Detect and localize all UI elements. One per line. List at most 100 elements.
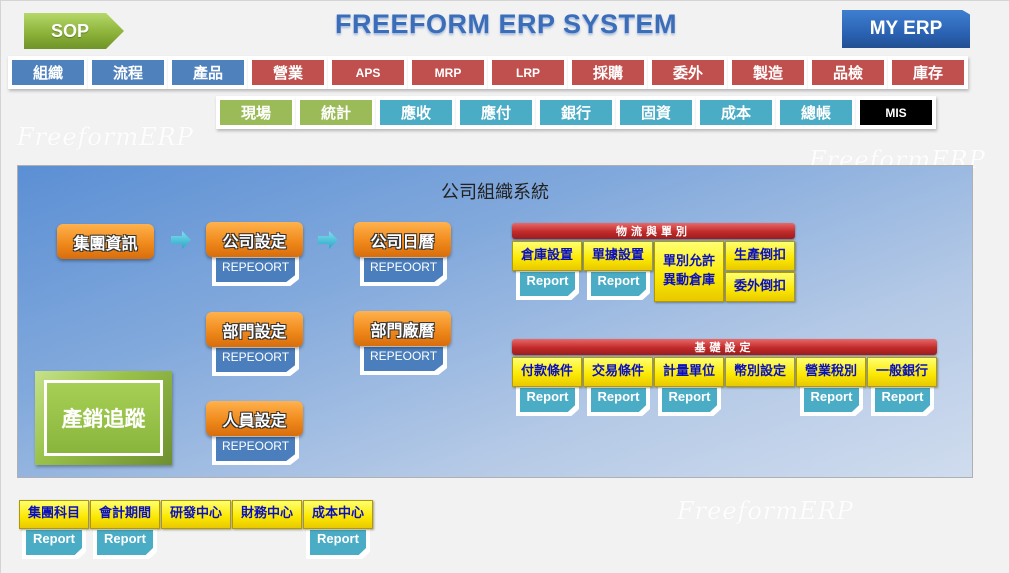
basic-setting-button[interactable]: 營業稅別: [796, 357, 866, 387]
nav-tab-r1-2[interactable]: 產品: [168, 56, 248, 89]
company-setup-report-button[interactable]: REPEOORT: [212, 255, 299, 286]
nav-tab-r2-0[interactable]: 現場: [216, 96, 296, 129]
report-label: REPEOORT: [364, 347, 443, 371]
nav-tab-label: MRP: [412, 60, 484, 85]
company-calendar-report-button[interactable]: REPEOORT: [360, 255, 447, 286]
subcontract-backflush-button[interactable]: 委外倒扣: [725, 272, 795, 302]
sop-label: SOP: [51, 20, 90, 41]
nav-tab-r1-5[interactable]: MRP: [408, 56, 488, 89]
bottom-setting-button[interactable]: 財務中心: [232, 500, 302, 529]
report-label: REPEOORT: [216, 258, 295, 282]
nav-tab-label: 品檢: [812, 60, 884, 85]
watermark: FreeformERP: [677, 497, 854, 525]
report-label: Report: [591, 388, 646, 412]
basic-setting-button[interactable]: 一般銀行: [867, 357, 937, 387]
nav-tab-label: LRP: [492, 60, 564, 85]
nav-tab-label: 現場: [220, 100, 292, 125]
nav-tab-r1-7[interactable]: 採購: [568, 56, 648, 89]
nav-tab-r1-9[interactable]: 製造: [728, 56, 808, 89]
report-label: Report: [875, 388, 930, 412]
nav-tab-label: 成本: [700, 100, 772, 125]
nav-tab-r1-3[interactable]: 營業: [248, 56, 328, 89]
bottom-setting-button[interactable]: 會計期間: [90, 500, 160, 529]
my-erp-label: MY ERP: [869, 18, 943, 39]
nav-tab-r1-0[interactable]: 組織: [8, 56, 88, 89]
basic-setting-report-button[interactable]: Report: [800, 385, 863, 416]
bottom-setting-report-button[interactable]: Report: [306, 527, 370, 559]
nav-tab-r2-2[interactable]: 應收: [376, 96, 456, 129]
warehouse-setup-report-button[interactable]: Report: [516, 269, 579, 300]
bottom-setting-button[interactable]: 成本中心: [303, 500, 373, 529]
staff-setup-report-button[interactable]: REPEOORT: [212, 434, 299, 465]
nav-tab-r2-7[interactable]: 總帳: [776, 96, 856, 129]
group-info-button[interactable]: 集團資訊: [57, 224, 154, 259]
dept-setup-report-button[interactable]: REPEOORT: [212, 345, 299, 376]
nav-tab-label: 營業: [252, 60, 324, 85]
nav-tab-label: 總帳: [780, 100, 852, 125]
basic-setting-button[interactable]: 付款條件: [512, 357, 582, 387]
dept-factory-calendar-report-button[interactable]: REPEOORT: [360, 344, 447, 375]
report-label: Report: [520, 388, 575, 412]
nav-tab-r2-1[interactable]: 統計: [296, 96, 376, 129]
nav-tab-label: MIS: [860, 100, 932, 125]
doc-type-warehouse-button[interactable]: 單別允許 異動倉庫: [654, 241, 724, 302]
dept-factory-calendar-button[interactable]: 部門廠曆: [354, 311, 451, 346]
basic-setting-button[interactable]: 交易條件: [583, 357, 653, 387]
basic-setting-report-button[interactable]: Report: [658, 385, 721, 416]
my-erp-button[interactable]: MY ERP: [842, 10, 970, 48]
basic-setting-report-button[interactable]: Report: [587, 385, 650, 416]
nav-tab-label: 產品: [172, 60, 244, 85]
report-label: Report: [804, 388, 859, 412]
production-backflush-button[interactable]: 生產倒扣: [725, 241, 795, 271]
sales-tracking-button[interactable]: 產銷追蹤: [35, 371, 172, 465]
report-label: Report: [662, 388, 717, 412]
nav-tab-r2-5[interactable]: 固資: [616, 96, 696, 129]
nav-tab-r1-8[interactable]: 委外: [648, 56, 728, 89]
report-label: Report: [26, 530, 82, 555]
logistics-section-header: 物流與單別: [512, 223, 795, 239]
document-setup-button[interactable]: 單據設置: [583, 241, 653, 271]
org-system-panel: 公司組織系統: [17, 165, 973, 478]
basic-setting-report-button[interactable]: Report: [516, 385, 579, 416]
report-label: REPEOORT: [216, 437, 295, 461]
sales-tracking-label: 產銷追蹤: [44, 380, 163, 456]
nav-tab-label: 應收: [380, 100, 452, 125]
nav-tab-r2-3[interactable]: 應付: [456, 96, 536, 129]
basic-setting-report-button[interactable]: Report: [871, 385, 934, 416]
nav-tab-label: 統計: [300, 100, 372, 125]
report-label: Report: [591, 272, 646, 296]
nav-tab-r1-1[interactable]: 流程: [88, 56, 168, 89]
basic-setting-button[interactable]: 計量單位: [654, 357, 724, 387]
nav-tab-r2-8[interactable]: MIS: [856, 96, 936, 129]
nav-tab-r1-10[interactable]: 品檢: [808, 56, 888, 89]
report-label: Report: [310, 530, 366, 555]
basic-settings-section-header: 基礎設定: [512, 339, 937, 355]
nav-tab-label: APS: [332, 60, 404, 85]
document-setup-report-button[interactable]: Report: [587, 269, 650, 300]
report-label: REPEOORT: [216, 348, 295, 372]
nav-tab-label: 應付: [460, 100, 532, 125]
nav-tab-r2-6[interactable]: 成本: [696, 96, 776, 129]
bottom-setting-button[interactable]: 集團科目: [19, 500, 89, 529]
report-label: Report: [97, 530, 153, 555]
nav-tab-r1-11[interactable]: 庫存: [888, 56, 968, 89]
company-calendar-button[interactable]: 公司日曆: [354, 222, 451, 257]
sop-button[interactable]: SOP: [24, 13, 124, 49]
bottom-setting-button[interactable]: 研發中心: [161, 500, 231, 529]
bottom-setting-report-button[interactable]: Report: [22, 527, 86, 559]
nav-tab-r1-4[interactable]: APS: [328, 56, 408, 89]
dept-setup-button[interactable]: 部門設定: [206, 312, 303, 347]
nav-tab-label: 委外: [652, 60, 724, 85]
bottom-setting-report-button[interactable]: Report: [93, 527, 157, 559]
nav-tab-label: 組織: [12, 60, 84, 85]
nav-tab-label: 固資: [620, 100, 692, 125]
nav-tab-r1-6[interactable]: LRP: [488, 56, 568, 89]
nav-tab-label: 庫存: [892, 60, 964, 85]
company-setup-button[interactable]: 公司設定: [206, 222, 303, 257]
nav-tab-r2-4[interactable]: 銀行: [536, 96, 616, 129]
basic-setting-button[interactable]: 幣別設定: [725, 357, 795, 387]
warehouse-setup-button[interactable]: 倉庫設置: [512, 241, 582, 271]
nav-tab-label: 流程: [92, 60, 164, 85]
staff-setup-button[interactable]: 人員設定: [206, 401, 303, 436]
